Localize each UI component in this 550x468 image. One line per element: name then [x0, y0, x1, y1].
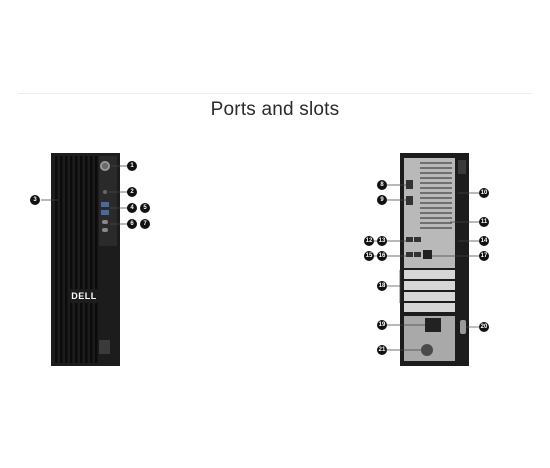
svg-text:4: 4 [130, 205, 134, 211]
front-leaders [41, 165, 128, 225]
usb-a-port-1 [101, 202, 109, 207]
video-port-2 [406, 196, 413, 205]
callout-1: 1 [127, 161, 137, 171]
svg-text:15: 15 [366, 253, 373, 259]
callout-3: 3 [30, 195, 40, 205]
callout-9: 9 [377, 195, 387, 205]
svg-text:1: 1 [130, 163, 134, 169]
section-divider [18, 93, 532, 94]
callout-19: 19 [377, 320, 387, 330]
svg-text:11: 11 [481, 219, 488, 225]
callout-21: 21 [377, 345, 387, 355]
dell-logo: DELL [71, 291, 97, 301]
svg-text:10: 10 [481, 190, 488, 196]
svg-text:19: 19 [379, 322, 386, 328]
callout-15: 15 [364, 251, 374, 261]
expansion-slots [404, 270, 455, 312]
usb-c-port-1 [102, 220, 108, 224]
svg-text:6: 6 [130, 221, 134, 227]
callout-8: 8 [377, 180, 387, 190]
rear-vent [420, 162, 452, 229]
svg-text:9: 9 [380, 197, 384, 203]
callout-6: 6 [127, 219, 137, 229]
rear-tower [400, 153, 469, 366]
rear-leaders [374, 184, 479, 351]
front-tower: DELL [51, 153, 120, 366]
callout-10: 10 [479, 188, 489, 198]
callout-2: 2 [127, 187, 137, 197]
callout-12: 12 [364, 236, 374, 246]
svg-text:5: 5 [143, 205, 147, 211]
svg-text:21: 21 [379, 347, 386, 353]
video-port-1 [406, 180, 413, 189]
callout-13: 13 [377, 236, 387, 246]
page-title: Ports and slots [210, 99, 340, 120]
power-connector [425, 318, 441, 332]
front-bay [99, 340, 110, 354]
callout-5: 5 [140, 203, 150, 213]
psu-fan [421, 344, 433, 356]
svg-text:13: 13 [379, 238, 386, 244]
svg-text:2: 2 [130, 189, 134, 195]
callout-18: 18 [377, 281, 387, 291]
rear-usb-1 [406, 237, 413, 242]
svg-text:12: 12 [366, 238, 373, 244]
svg-text:14: 14 [481, 238, 488, 244]
svg-text:16: 16 [379, 253, 386, 259]
svg-text:20: 20 [481, 324, 488, 330]
rear-usb-4 [414, 252, 421, 257]
ethernet-port [423, 250, 432, 259]
callout-14: 14 [479, 236, 489, 246]
rear-usb-3 [406, 252, 413, 257]
rear-handle [458, 160, 466, 174]
lock-slot [460, 320, 466, 334]
svg-text:8: 8 [380, 182, 384, 188]
svg-text:7: 7 [143, 221, 147, 227]
callout-17: 17 [479, 251, 489, 261]
callout-4: 4 [127, 203, 137, 213]
rear-usb-2 [414, 237, 421, 242]
svg-text:17: 17 [481, 253, 488, 259]
svg-text:3: 3 [33, 197, 37, 203]
svg-text:18: 18 [379, 283, 386, 289]
callout-11: 11 [479, 217, 489, 227]
callout-16: 16 [377, 251, 387, 261]
audio-jack [103, 190, 107, 194]
callout-7: 7 [140, 219, 150, 229]
usb-c-port-2 [102, 228, 108, 232]
usb-a-port-2 [101, 210, 109, 215]
callout-20: 20 [479, 322, 489, 332]
front-grille [55, 156, 98, 363]
